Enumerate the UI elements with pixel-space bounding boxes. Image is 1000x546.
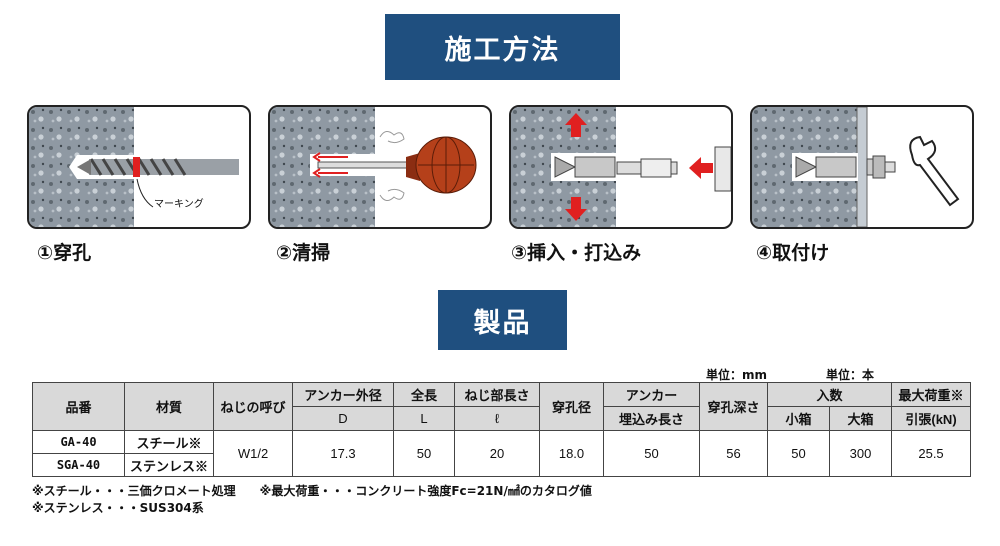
header-qty-large: 大箱 xyxy=(828,406,893,431)
header-max-load: 最大荷重※ xyxy=(891,382,972,407)
step-2-panel xyxy=(268,105,492,229)
cell-qty-large: 300 xyxy=(828,430,893,477)
header-embed-1: アンカー xyxy=(603,382,700,407)
product-spec-table: 品番 材質 ねじの呼び アンカー外径 全長 ねじ部長さ 穿孔径 アンカー 穿孔深… xyxy=(32,382,972,477)
unit-pcs-label: 単位：本 xyxy=(826,368,875,382)
step-1-panel: マーキング xyxy=(27,105,251,229)
note-max-load: ※最大荷重・・・コンクリート強度Fc=21N/㎟のカタログ値 xyxy=(259,484,592,498)
header-max-load-2: 引張(kN) xyxy=(891,406,972,431)
row-material: スチール※ xyxy=(124,430,214,454)
products-banner: 製品 xyxy=(438,290,567,350)
row-material: ステンレス※ xyxy=(124,453,214,477)
cell-qty-small: 50 xyxy=(767,430,830,477)
header-outer-dia: アンカー外径 xyxy=(292,382,394,407)
header-qty-small: 小箱 xyxy=(767,406,830,431)
cell-max-load: 25.5 xyxy=(891,430,972,477)
header-thread-len-sym: ℓ xyxy=(454,406,540,431)
row-part-no: GA-40 xyxy=(32,430,125,454)
header-hole-dia: 穿孔径 xyxy=(539,382,604,431)
insert-illustration xyxy=(511,107,731,227)
cell-hole-depth: 56 xyxy=(699,430,768,477)
cell-hole-dia: 18.0 xyxy=(539,430,604,477)
header-part-no: 品番 xyxy=(32,382,125,431)
table-row: GA-40 スチール※ W1/2 17.3 50 20 18.0 50 56 5… xyxy=(32,430,972,477)
header-thread-len: ねじ部長さ xyxy=(454,382,540,407)
cell-thread-len: 20 xyxy=(454,430,540,477)
marking-callout: マーキング xyxy=(154,197,204,210)
method-banner: 施工方法 xyxy=(385,14,620,80)
note-stainless: ※ステンレス・・・SUS304系 xyxy=(32,501,204,515)
footnotes: ※スチール・・・三価クロメート処理 ※最大荷重・・・コンクリート強度Fc=21N/… xyxy=(32,483,592,517)
header-qty: 入数 xyxy=(766,382,893,407)
step-4-label: ④取付け xyxy=(756,242,830,264)
step-1-label: ①穿孔 xyxy=(37,242,92,264)
cell-length: 50 xyxy=(393,430,455,477)
row-part-no: SGA-40 xyxy=(32,453,125,477)
table-row: SGA-40 ステンレス※ xyxy=(32,453,971,477)
header-embed-2: 埋込み長さ xyxy=(603,406,700,431)
mounting-illustration xyxy=(752,107,960,227)
note-steel: ※スチール・・・三価クロメート処理 xyxy=(32,484,236,498)
step-3-label: ③挿入・打込み xyxy=(511,242,642,264)
header-hole-depth: 穿孔深さ xyxy=(699,382,768,431)
unit-mm-label: 単位：mm xyxy=(706,368,768,382)
cell-embed: 50 xyxy=(603,430,700,477)
step-4-panel xyxy=(750,105,974,229)
cleaning-illustration xyxy=(270,107,477,227)
header-length: 全長 xyxy=(393,382,455,407)
step-3-panel xyxy=(509,105,733,229)
step-2-label: ②清掃 xyxy=(276,242,331,264)
header-thread: ねじの呼び xyxy=(213,382,293,431)
header-outer-dia-sym: D xyxy=(292,406,394,431)
header-material: 材質 xyxy=(124,382,214,431)
cell-thread: W1/2 xyxy=(213,430,293,477)
header-length-sym: L xyxy=(393,406,455,431)
cell-outer-dia: 17.3 xyxy=(292,430,394,477)
drilling-illustration: マーキング xyxy=(29,107,239,227)
